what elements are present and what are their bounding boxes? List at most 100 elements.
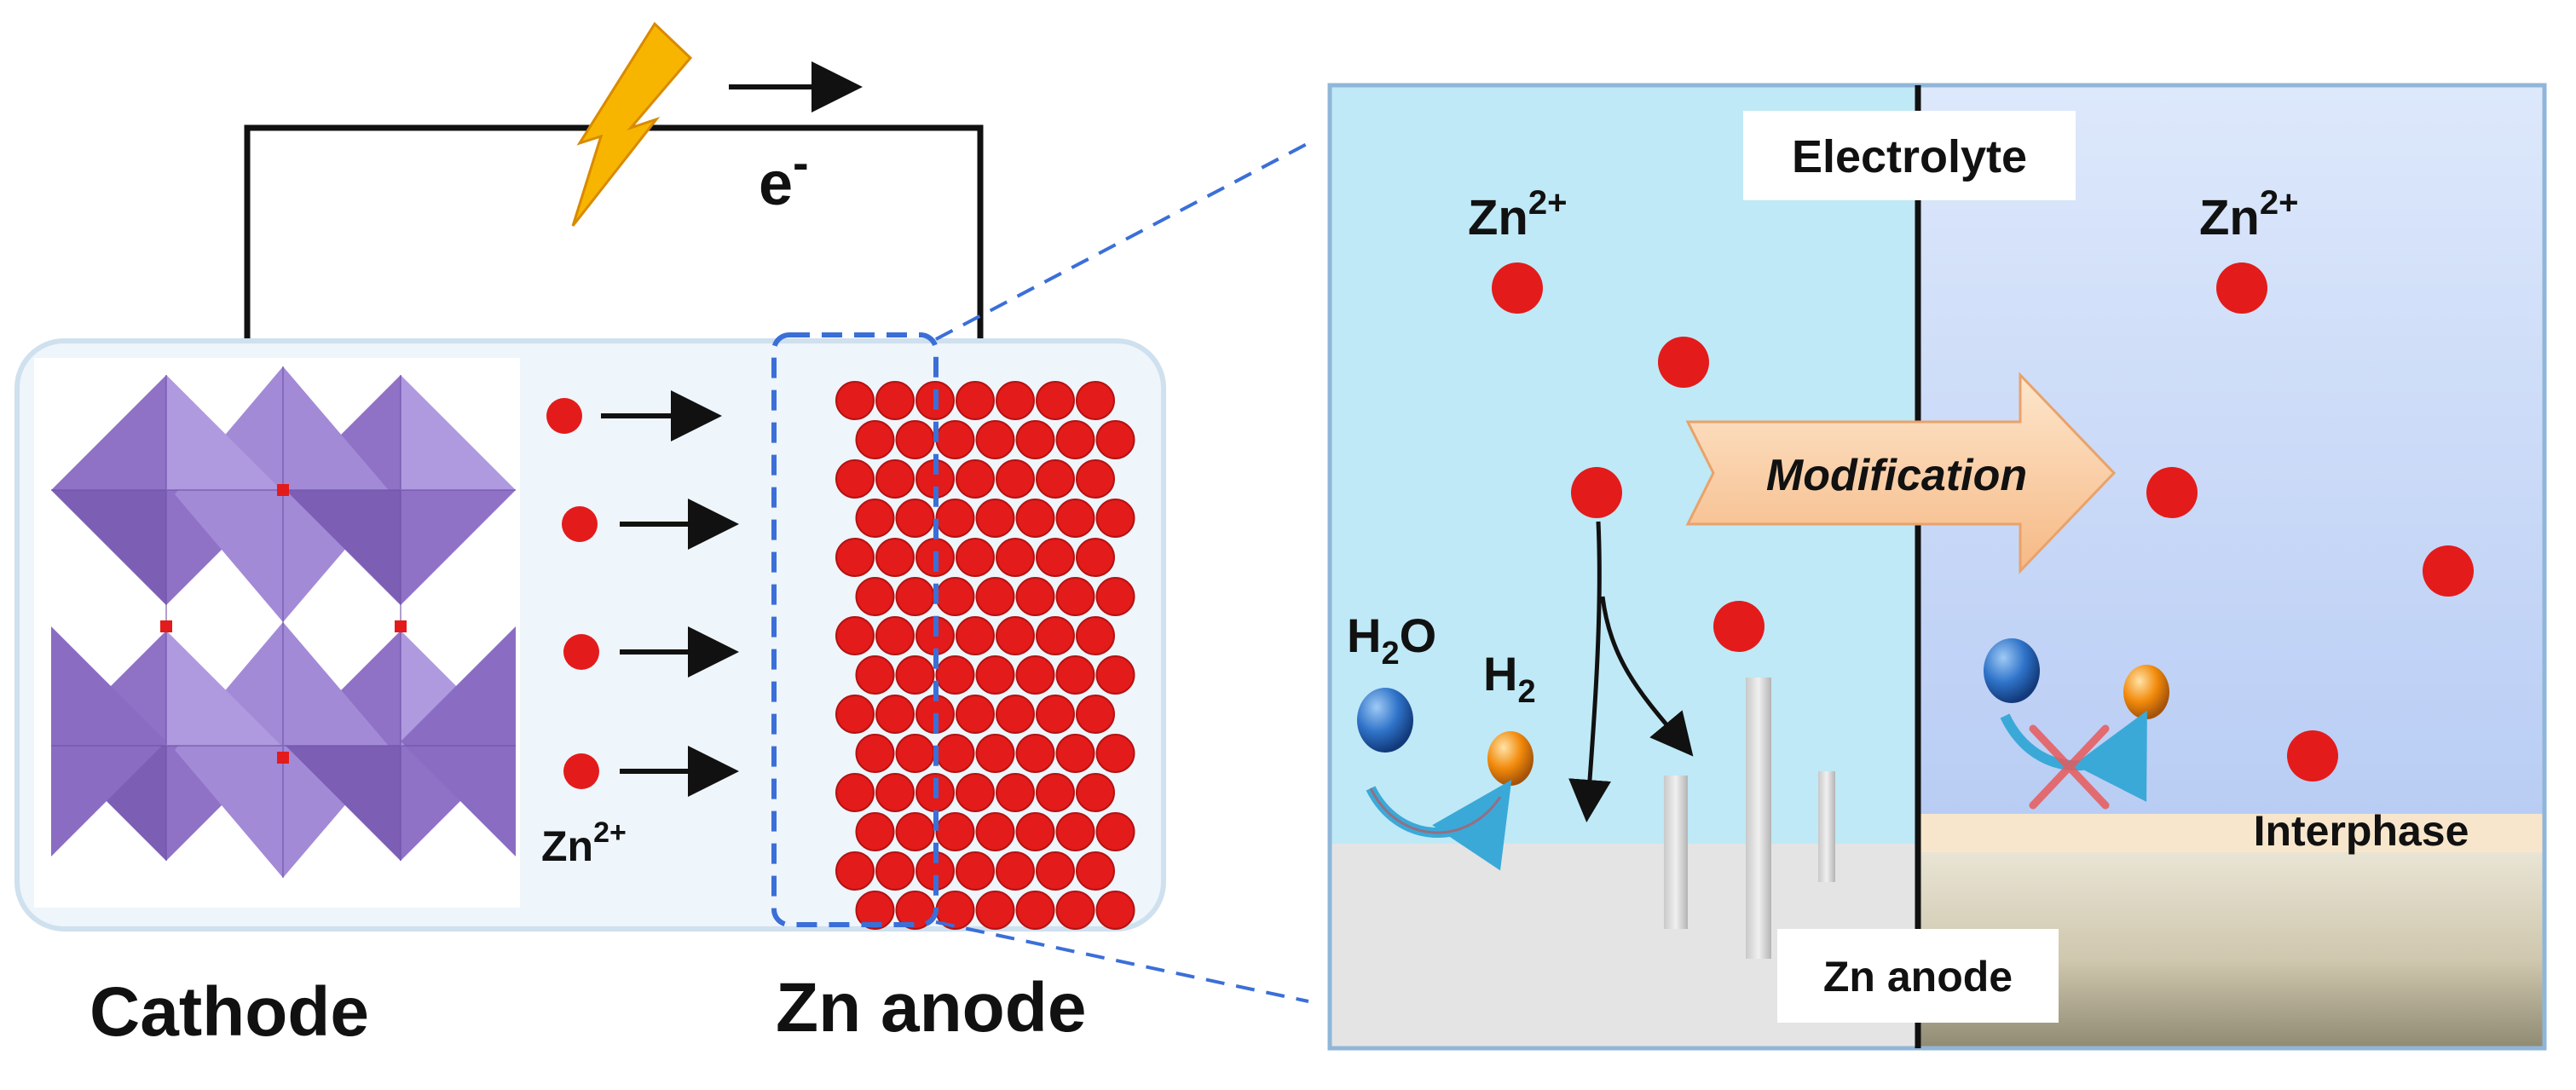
- zn-atom: [975, 812, 1015, 851]
- electrolyte-label-box: [1743, 111, 2076, 200]
- zn-atom: [875, 538, 915, 577]
- zn-atom: [1015, 734, 1055, 773]
- zoom-line-top: [935, 141, 1309, 341]
- zn-atom: [996, 616, 1035, 655]
- deposition-arrows: [1568, 521, 1694, 822]
- zn-atom: [855, 577, 895, 616]
- zn-ion-label-panel-right: Zn2+: [2199, 184, 2298, 245]
- zn-atom: [935, 499, 975, 538]
- zn-atom: [996, 773, 1035, 812]
- zn-ion-label-left: Zn2+: [541, 816, 627, 870]
- zn-atom: [1095, 812, 1135, 851]
- zn-atom: [956, 695, 995, 734]
- lightning-bolt-icon: [571, 21, 693, 227]
- zn-atom: [1076, 773, 1115, 812]
- zn-atom: [1015, 420, 1055, 459]
- svg-text:Modification: Modification: [1766, 451, 2027, 500]
- hydrogen-label: H2: [1483, 647, 1536, 710]
- zn-atom: [1036, 695, 1075, 734]
- zn-atom: [935, 655, 975, 695]
- zn-atom: [855, 812, 895, 851]
- zn-atom: [1095, 577, 1135, 616]
- zn-atom: [1055, 420, 1095, 459]
- zn-atom: [956, 773, 995, 812]
- zn-atom: [855, 499, 895, 538]
- zn-ion-label-panel-left: Zn2+: [1468, 184, 1567, 245]
- zn-anode-label-box: [1777, 929, 2059, 1023]
- zn-atom: [1015, 812, 1055, 851]
- zn-atom: [1036, 616, 1075, 655]
- cathode-structure: [34, 366, 516, 886]
- zn-atom: [1095, 499, 1135, 538]
- zn-atom: [895, 420, 935, 459]
- zn-atom: [835, 851, 875, 891]
- zn-atom: [875, 381, 915, 420]
- zn-atom: [996, 851, 1035, 891]
- zn-atom: [1015, 891, 1055, 930]
- zn-atom: [1095, 891, 1135, 930]
- zn-atom: [875, 695, 915, 734]
- zn-atom: [956, 459, 995, 499]
- zn-atom: [996, 538, 1035, 577]
- interphase-label: Interphase: [2254, 807, 2469, 855]
- modification-arrow: Modification: [1685, 372, 2117, 574]
- zn-atom: [895, 812, 935, 851]
- zn-atom: [875, 459, 915, 499]
- cross-mark-icon: [2029, 724, 2110, 810]
- zn-atom: [1055, 812, 1095, 851]
- zn-atom: [875, 851, 915, 891]
- zn-anode-sphere-pack: [835, 381, 1135, 930]
- zoom-box: [771, 332, 939, 927]
- zn-atom: [1095, 734, 1135, 773]
- water-molecule-right: [1984, 638, 2040, 703]
- zn-atom: [1036, 773, 1075, 812]
- zn-atom: [1015, 499, 1055, 538]
- zn-atom: [875, 773, 915, 812]
- zn-atom: [975, 577, 1015, 616]
- hydrogen-molecule-right: [2123, 665, 2169, 719]
- zn-atom: [1055, 577, 1095, 616]
- zn-atom: [1076, 459, 1115, 499]
- zn-atom: [975, 655, 1015, 695]
- zn-atom: [1095, 655, 1135, 695]
- electron-label: e-: [759, 136, 809, 218]
- zn-ions-modified: [2146, 262, 2474, 781]
- zn-atom: [975, 734, 1015, 773]
- zn-atom: [1076, 538, 1115, 577]
- zn-atom: [1076, 695, 1115, 734]
- zn-atom: [935, 812, 975, 851]
- zn-atom: [835, 538, 875, 577]
- cathode-label: Cathode: [90, 973, 369, 1051]
- zn-atom: [895, 577, 935, 616]
- zn-atom: [935, 420, 975, 459]
- zn-atom: [835, 459, 875, 499]
- zn-atom: [855, 734, 895, 773]
- water-molecule-left: [1357, 688, 1413, 753]
- zn-atom: [875, 616, 915, 655]
- electrolyte-label: Electrolyte: [1792, 131, 2027, 182]
- zn-atom: [855, 420, 895, 459]
- zn-atom: [895, 655, 935, 695]
- zn-atom: [1076, 851, 1115, 891]
- zn-atom: [1076, 381, 1115, 420]
- zn-atom: [1015, 655, 1055, 695]
- zn-atom: [1076, 616, 1115, 655]
- zn-atom: [935, 577, 975, 616]
- zn-atom: [855, 891, 895, 930]
- zn-atom: [996, 695, 1035, 734]
- zn-atom: [835, 616, 875, 655]
- zn-anode-label-right: Zn anode: [1823, 953, 2013, 1001]
- zn-atom: [1055, 734, 1095, 773]
- zn-atom: [956, 851, 995, 891]
- zn-atom: [835, 381, 875, 420]
- zn-atom: [956, 538, 995, 577]
- zn-atom: [1036, 851, 1075, 891]
- zn-atom: [1055, 499, 1095, 538]
- zoom-line-bottom: [935, 920, 1309, 1003]
- zn-atom: [996, 459, 1035, 499]
- zn-atom: [835, 773, 875, 812]
- zn-atom: [996, 381, 1035, 420]
- zn-anode-label-left: Zn anode: [776, 969, 1086, 1047]
- zn-atom: [1036, 381, 1075, 420]
- zn-atom: [1055, 655, 1095, 695]
